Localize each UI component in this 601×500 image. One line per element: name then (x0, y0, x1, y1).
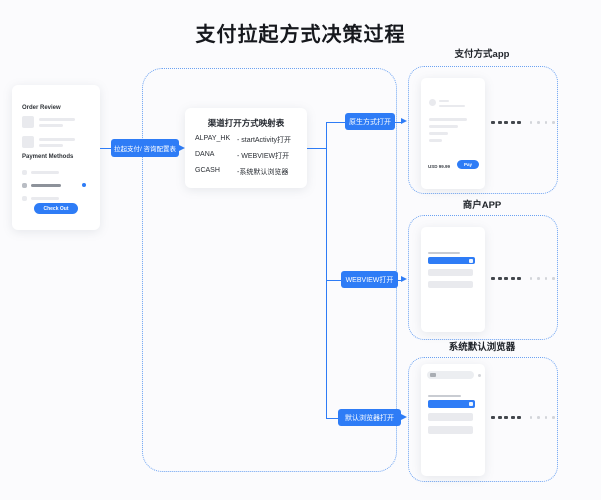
placeholder-line (429, 118, 467, 121)
placeholder-line (39, 124, 63, 127)
channel-name: GCASH (195, 167, 220, 174)
mapping-row: DANA - WEBVIEW打开 (195, 151, 303, 161)
arrowhead-icon (401, 118, 407, 124)
favicon-icon (429, 373, 436, 377)
arrowhead-icon (401, 414, 407, 420)
target-header-payment-app: 支付方式app (454, 49, 510, 60)
order-item-thumbnail (22, 116, 34, 128)
amount-label: USD 99.99 (428, 164, 451, 169)
open-method: - startActivity打开 (237, 137, 292, 144)
browser-menu-icon (478, 373, 481, 377)
target-header-system-browser: 系统默认浏览器 (448, 342, 516, 353)
pay-button[interactable]: Pay (457, 160, 479, 169)
placeholder-line (429, 125, 458, 128)
launch-payment-label: 拉起支付/ 咨询配置表 (111, 139, 179, 157)
check-out-button[interactable]: Check Out (34, 203, 78, 214)
arrowhead-icon (401, 276, 407, 282)
placeholder-line (39, 138, 75, 141)
placeholder-line (39, 144, 63, 147)
placeholder-line (428, 395, 461, 397)
selected-indicator-icon (82, 183, 86, 187)
placeholder-line-selected (31, 184, 61, 187)
branch-label-webview: WEBVIEW打开 (341, 271, 398, 288)
order-review-label: Order Review (22, 105, 61, 111)
channel-name: DANA (195, 151, 215, 158)
address-bar (427, 371, 474, 379)
branch-label-native: 原生方式打开 (345, 113, 395, 130)
browser-phone-mockup (421, 364, 485, 476)
connector-line (307, 148, 327, 150)
target-box-payment-app: USD 99.99 Pay (408, 66, 558, 194)
webview-highlight-bar (428, 257, 475, 264)
continuation-dashes (491, 121, 560, 124)
branch-label-default-browser: 默认浏览器打开 (338, 409, 401, 426)
placeholder-bar (428, 281, 473, 288)
placeholder-line (429, 139, 442, 142)
placeholder-bar (428, 413, 473, 421)
order-item-thumbnail (22, 136, 34, 148)
mapping-table-card: 渠道打开方式映射表 ALPAY_HK - startActivity打开 DAN… (185, 108, 307, 188)
placeholder-line (31, 171, 59, 174)
decision-container (142, 68, 397, 472)
open-method: -系统默认浏览器 (237, 169, 289, 176)
continuation-dashes (491, 416, 560, 419)
mapping-row: ALPAY_HK - startActivity打开 (195, 135, 303, 145)
open-method: - WEBVIEW打开 (237, 153, 290, 160)
placeholder-line (439, 100, 449, 102)
payment-option-radio (22, 196, 27, 201)
connector-trunk (326, 121, 328, 419)
page-title: 支付拉起方式决策过程 (195, 24, 406, 46)
placeholder-bar (428, 426, 473, 434)
payment-methods-label: Payment Methods (22, 154, 74, 160)
arrowhead-icon (179, 144, 185, 151)
placeholder-line (429, 132, 448, 135)
target-box-merchant-app (408, 215, 558, 340)
mapping-row: GCASH -系统默认浏览器 (195, 167, 303, 177)
target-box-system-browser (408, 357, 558, 482)
channel-name: ALPAY_HK (195, 135, 231, 142)
placeholder-line (439, 104, 465, 107)
placeholder-line (39, 118, 75, 121)
payment-option-radio (22, 183, 27, 188)
continuation-dashes (491, 277, 560, 280)
input-icon (469, 258, 473, 263)
avatar (429, 99, 436, 106)
target-header-merchant-app: 商户APP (462, 200, 502, 211)
input-icon (469, 402, 473, 406)
placeholder-line (31, 197, 59, 200)
payment-option-radio (22, 170, 27, 175)
payment-app-phone-mockup: USD 99.99 Pay (421, 78, 485, 189)
mapping-table-title: 渠道打开方式映射表 (207, 118, 285, 128)
checkout-phone-mockup: Order Review Payment Methods Check Out (12, 85, 100, 230)
merchant-app-phone-mockup (421, 227, 485, 332)
placeholder-line (428, 252, 460, 254)
webview-highlight-bar (428, 400, 475, 408)
placeholder-bar (428, 269, 473, 276)
